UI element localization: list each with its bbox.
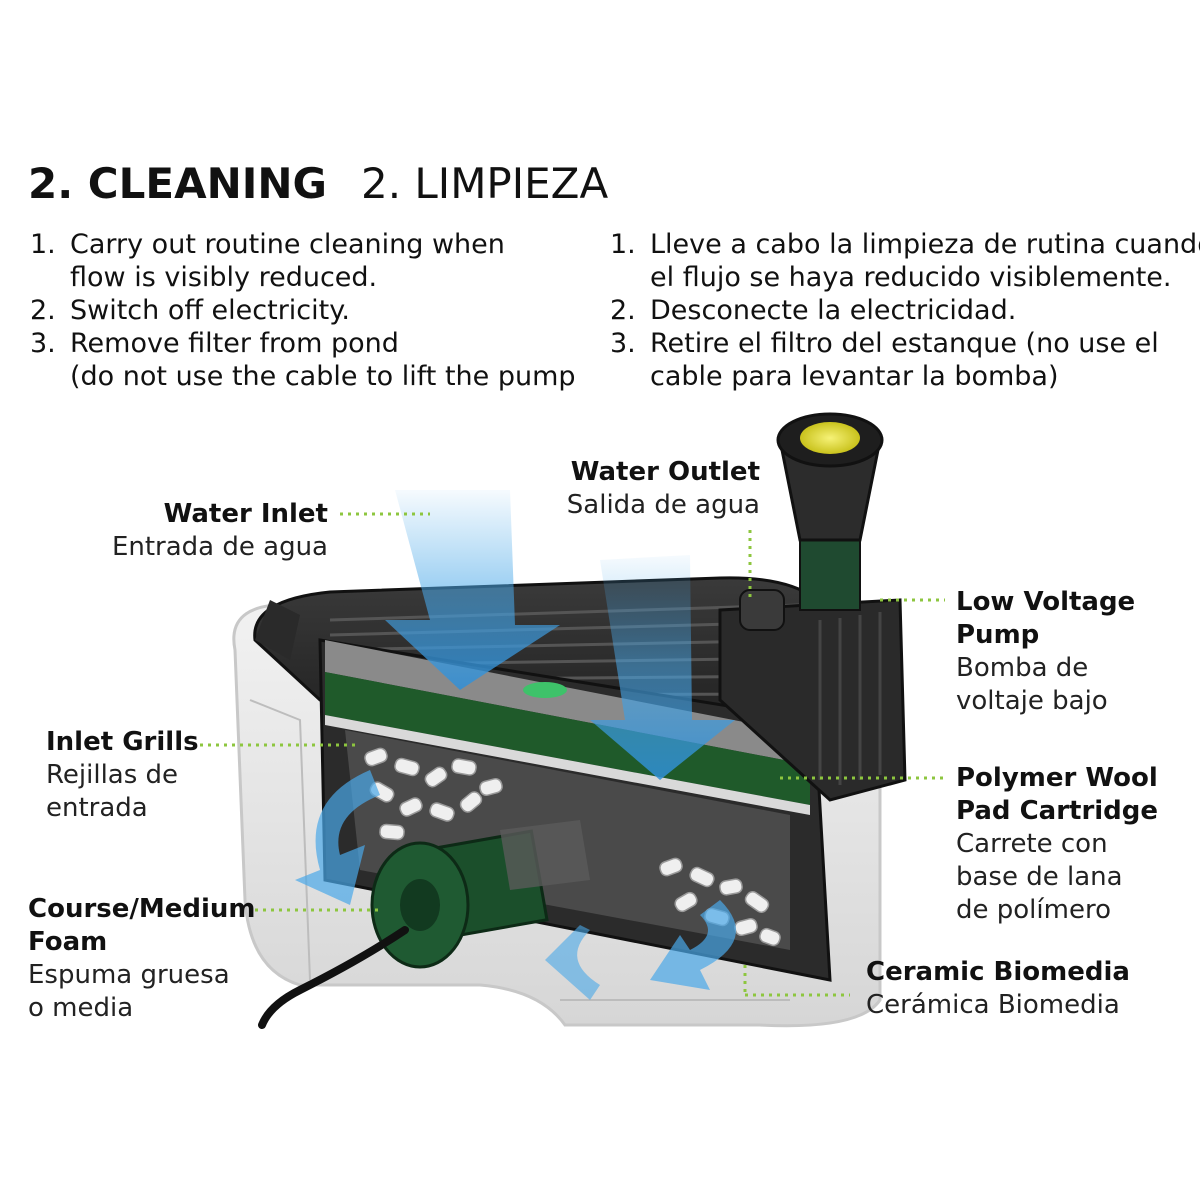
step-line: el flujo se haya reducido visiblemente. bbox=[650, 262, 1172, 293]
label-foam-en-line: Course/Medium bbox=[28, 894, 256, 924]
water-flow-arrows bbox=[295, 490, 736, 1000]
label-inlet-grills-es-line: Rejillas de bbox=[46, 760, 179, 790]
label-ceramic-biomedia: Ceramic Biomedia Cerámica Biomedia bbox=[866, 956, 1130, 1022]
label-polymer-es-line: Carrete con bbox=[956, 829, 1108, 859]
label-water-outlet: Water Outlet Salida de agua bbox=[520, 456, 760, 522]
step-number: 1. bbox=[30, 229, 56, 260]
step-line: (do not use the cable to lift the pump bbox=[70, 361, 576, 392]
title-english: 2. CLEANING bbox=[28, 159, 327, 208]
step-item: 1. Carry out routine cleaning when flow … bbox=[30, 228, 590, 294]
step-number: 3. bbox=[610, 328, 636, 359]
step-line: Retire el filtro del estanque (no use el bbox=[650, 328, 1159, 359]
label-water-inlet: Water Inlet Entrada de agua bbox=[80, 498, 328, 564]
step-number: 1. bbox=[610, 229, 636, 260]
label-polymer-en-line: Pad Cartridge bbox=[956, 796, 1159, 826]
step-item: 1. Lleve a cabo la limpieza de rutina cu… bbox=[610, 228, 1200, 294]
steps-spanish: 1. Lleve a cabo la limpieza de rutina cu… bbox=[610, 228, 1200, 393]
page-title: 2. CLEANING 2. LIMPIEZA bbox=[28, 158, 608, 210]
step-item: 2. Switch off electricity. bbox=[30, 294, 590, 327]
step-line: Carry out routine cleaning when bbox=[70, 229, 505, 260]
label-course-foam: Course/Medium Foam Espuma gruesa o media bbox=[28, 893, 256, 1025]
label-water-inlet-es: Entrada de agua bbox=[111, 532, 328, 562]
label-polymer-wool: Polymer Wool Pad Cartridge Carrete con b… bbox=[956, 762, 1158, 927]
label-pump-es-line: voltaje bajo bbox=[956, 686, 1108, 716]
label-water-inlet-en: Water Inlet bbox=[163, 499, 328, 529]
label-water-outlet-en: Water Outlet bbox=[570, 457, 760, 487]
label-polymer-es-line: de polímero bbox=[956, 895, 1111, 925]
label-foam-es-line: o media bbox=[28, 993, 134, 1023]
label-inlet-grills: Inlet Grills Rejillas de entrada bbox=[46, 726, 199, 825]
step-number: 3. bbox=[30, 328, 56, 359]
step-line: flow is visibly reduced. bbox=[70, 262, 378, 293]
label-ceramic-en: Ceramic Biomedia bbox=[866, 957, 1130, 987]
step-line: Desconecte la electricidad. bbox=[650, 295, 1017, 326]
label-inlet-grills-en: Inlet Grills bbox=[46, 727, 199, 757]
label-low-voltage-pump: Low Voltage Pump Bomba de voltaje bajo bbox=[956, 586, 1135, 718]
label-foam-en-line: Foam bbox=[28, 927, 108, 957]
label-water-outlet-es: Salida de agua bbox=[566, 490, 760, 520]
step-item: 3. Retire el filtro del estanque (no use… bbox=[610, 327, 1190, 393]
step-line: cable para levantar la bomba) bbox=[650, 361, 1059, 392]
step-number: 2. bbox=[30, 295, 56, 326]
power-cable bbox=[258, 926, 409, 1029]
label-polymer-es-line: base de lana bbox=[956, 862, 1123, 892]
label-pump-en-line: Low Voltage bbox=[956, 587, 1136, 617]
step-item: 2. Desconecte la electricidad. bbox=[610, 294, 1190, 327]
label-ceramic-es: Cerámica Biomedia bbox=[866, 990, 1120, 1020]
label-foam-es-line: Espuma gruesa bbox=[28, 960, 230, 990]
step-line: Switch off electricity. bbox=[70, 295, 350, 326]
label-polymer-en-line: Polymer Wool bbox=[956, 763, 1158, 793]
label-inlet-grills-es-line: entrada bbox=[46, 793, 148, 823]
label-pump-en-line: Pump bbox=[956, 620, 1040, 650]
step-number: 2. bbox=[610, 295, 636, 326]
low-voltage-pump bbox=[718, 412, 907, 802]
step-item: 3. Remove filter from pond (do not use t… bbox=[30, 327, 590, 393]
steps-english: 1. Carry out routine cleaning when flow … bbox=[30, 228, 590, 393]
course-foam-cylinder bbox=[370, 820, 590, 969]
step-line: Remove filter from pond bbox=[70, 328, 399, 359]
title-spanish: 2. LIMPIEZA bbox=[360, 159, 609, 208]
step-line: Lleve a cabo la limpieza de rutina cuand… bbox=[650, 229, 1200, 260]
leader-lines bbox=[200, 512, 945, 997]
label-pump-es-line: Bomba de bbox=[956, 653, 1089, 683]
